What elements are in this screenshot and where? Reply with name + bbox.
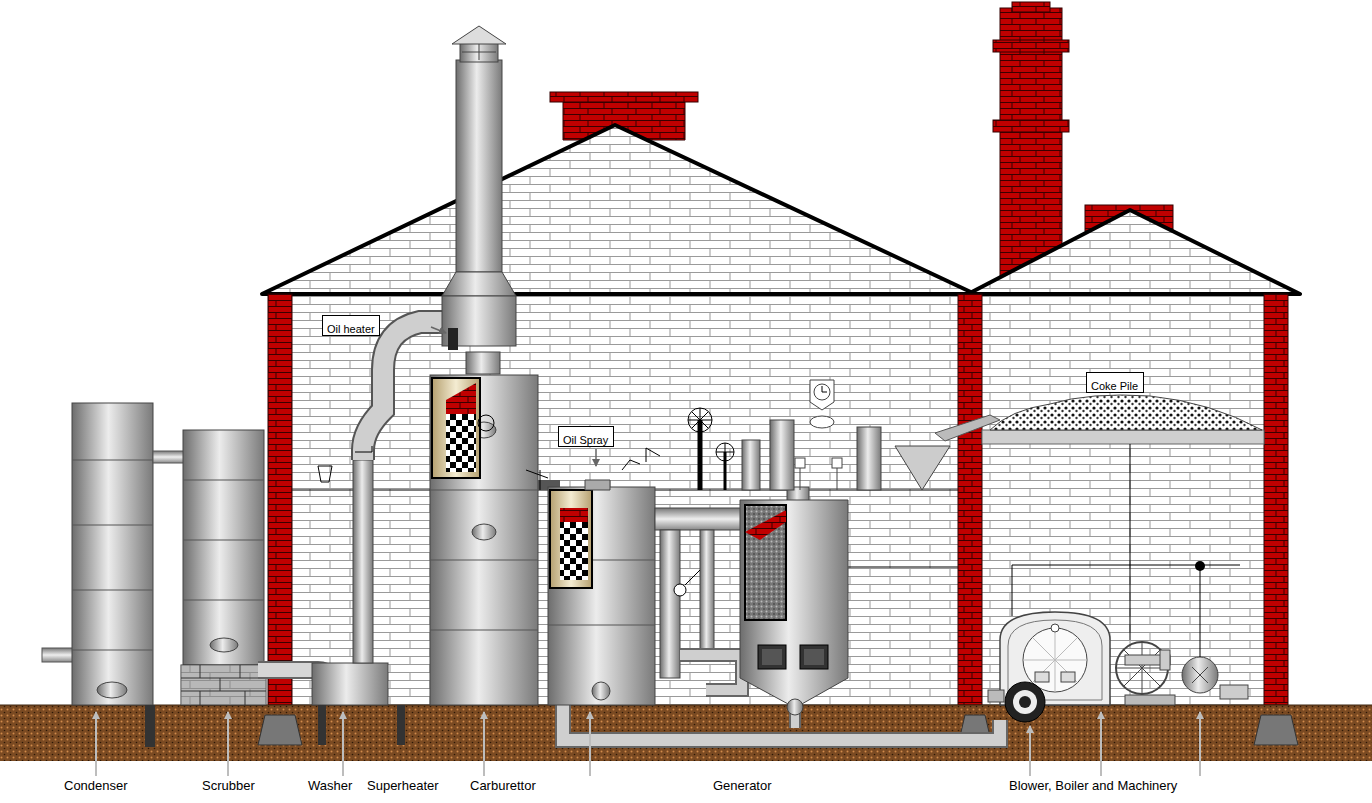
callout-box: Coke Pile: [1086, 372, 1144, 393]
callout-text: Oil Spray: [563, 434, 608, 447]
part-label: Superheater: [367, 778, 439, 794]
callout-text: Oil heater: [327, 323, 375, 336]
part-label: Condenser: [64, 778, 128, 794]
part-label: Generator: [713, 778, 772, 794]
part-label: Scrubber: [202, 778, 255, 794]
callout-box: Oil Spray: [558, 426, 614, 447]
callout-text: Coke Pile: [1091, 380, 1138, 393]
callout-box: Oil heater: [322, 315, 380, 336]
part-label: Carburettor: [470, 778, 536, 794]
part-label: Blower, Boiler and Machinery: [1009, 778, 1177, 794]
part-label: Washer: [308, 778, 352, 794]
